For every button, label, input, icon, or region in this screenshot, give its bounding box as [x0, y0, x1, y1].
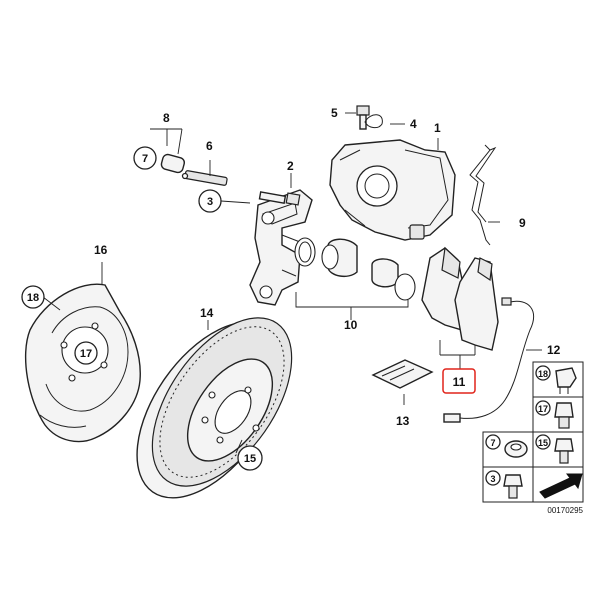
- svg-text:17: 17: [538, 404, 548, 414]
- svg-text:7: 7: [142, 153, 148, 165]
- legend-arrow-icon: [539, 473, 583, 499]
- callout-9: 9: [519, 216, 526, 230]
- brake-pads: [421, 246, 499, 351]
- svg-text:7: 7: [490, 438, 495, 448]
- callout-11-highlighted: 11: [442, 368, 476, 394]
- leader-lines: [42, 112, 542, 454]
- callout-7-circle: 7: [133, 146, 157, 170]
- caliper-carrier: [249, 189, 313, 306]
- legend-cell-7: 7: [485, 434, 528, 458]
- diagram-id: 00170295: [547, 506, 583, 515]
- caliper-clip: [364, 114, 383, 129]
- svg-text:3: 3: [490, 474, 495, 484]
- callout-4: 4: [410, 117, 417, 131]
- callout-14: 14: [200, 306, 214, 320]
- callout-18-circle: 18: [21, 285, 45, 309]
- brake-disc: [136, 317, 293, 499]
- callout-2: 2: [287, 159, 294, 173]
- callout-16: 16: [94, 243, 108, 257]
- svg-text:11: 11: [453, 375, 466, 389]
- svg-text:3: 3: [207, 196, 213, 208]
- svg-text:15: 15: [244, 453, 256, 465]
- svg-text:15: 15: [538, 438, 548, 448]
- callout-3-circle: 3: [198, 189, 222, 213]
- repair-kit: [294, 237, 416, 301]
- bleeder-screw: [356, 105, 370, 130]
- wear-sensor: [443, 297, 535, 423]
- callout-8: 8: [163, 111, 170, 125]
- svg-text:17: 17: [80, 348, 92, 360]
- callout-17-circle: 17: [74, 341, 98, 365]
- callout-labels: 1 2 4 5 6 8 9 10 12 13 14 16: [94, 106, 561, 428]
- legend-cell-15: 15: [535, 434, 574, 464]
- callout-5: 5: [331, 106, 338, 120]
- callout-6: 6: [206, 139, 213, 153]
- grease-packet: [371, 359, 434, 389]
- caliper-housing: [329, 139, 456, 241]
- carrier-bolt: [258, 191, 301, 206]
- callout-1: 1: [434, 121, 441, 135]
- legend-cell-18: 18: [535, 365, 577, 394]
- callout-12: 12: [547, 343, 561, 357]
- legend-cell-3: 3: [485, 470, 523, 499]
- guide-bushing: [160, 153, 186, 174]
- legend-cell-17: 17: [535, 400, 574, 429]
- callout-15-circle: 15: [237, 445, 263, 471]
- callout-13: 13: [396, 414, 410, 428]
- brake-spring: [469, 144, 497, 246]
- svg-text:18: 18: [27, 292, 39, 304]
- fastener-legend: 18 17 15 7 3: [482, 361, 584, 503]
- callout-10: 10: [344, 318, 358, 332]
- guide-bolt: [181, 170, 228, 186]
- svg-text:18: 18: [538, 369, 548, 379]
- circled-callouts: 7 3 18 17 15: [21, 146, 263, 471]
